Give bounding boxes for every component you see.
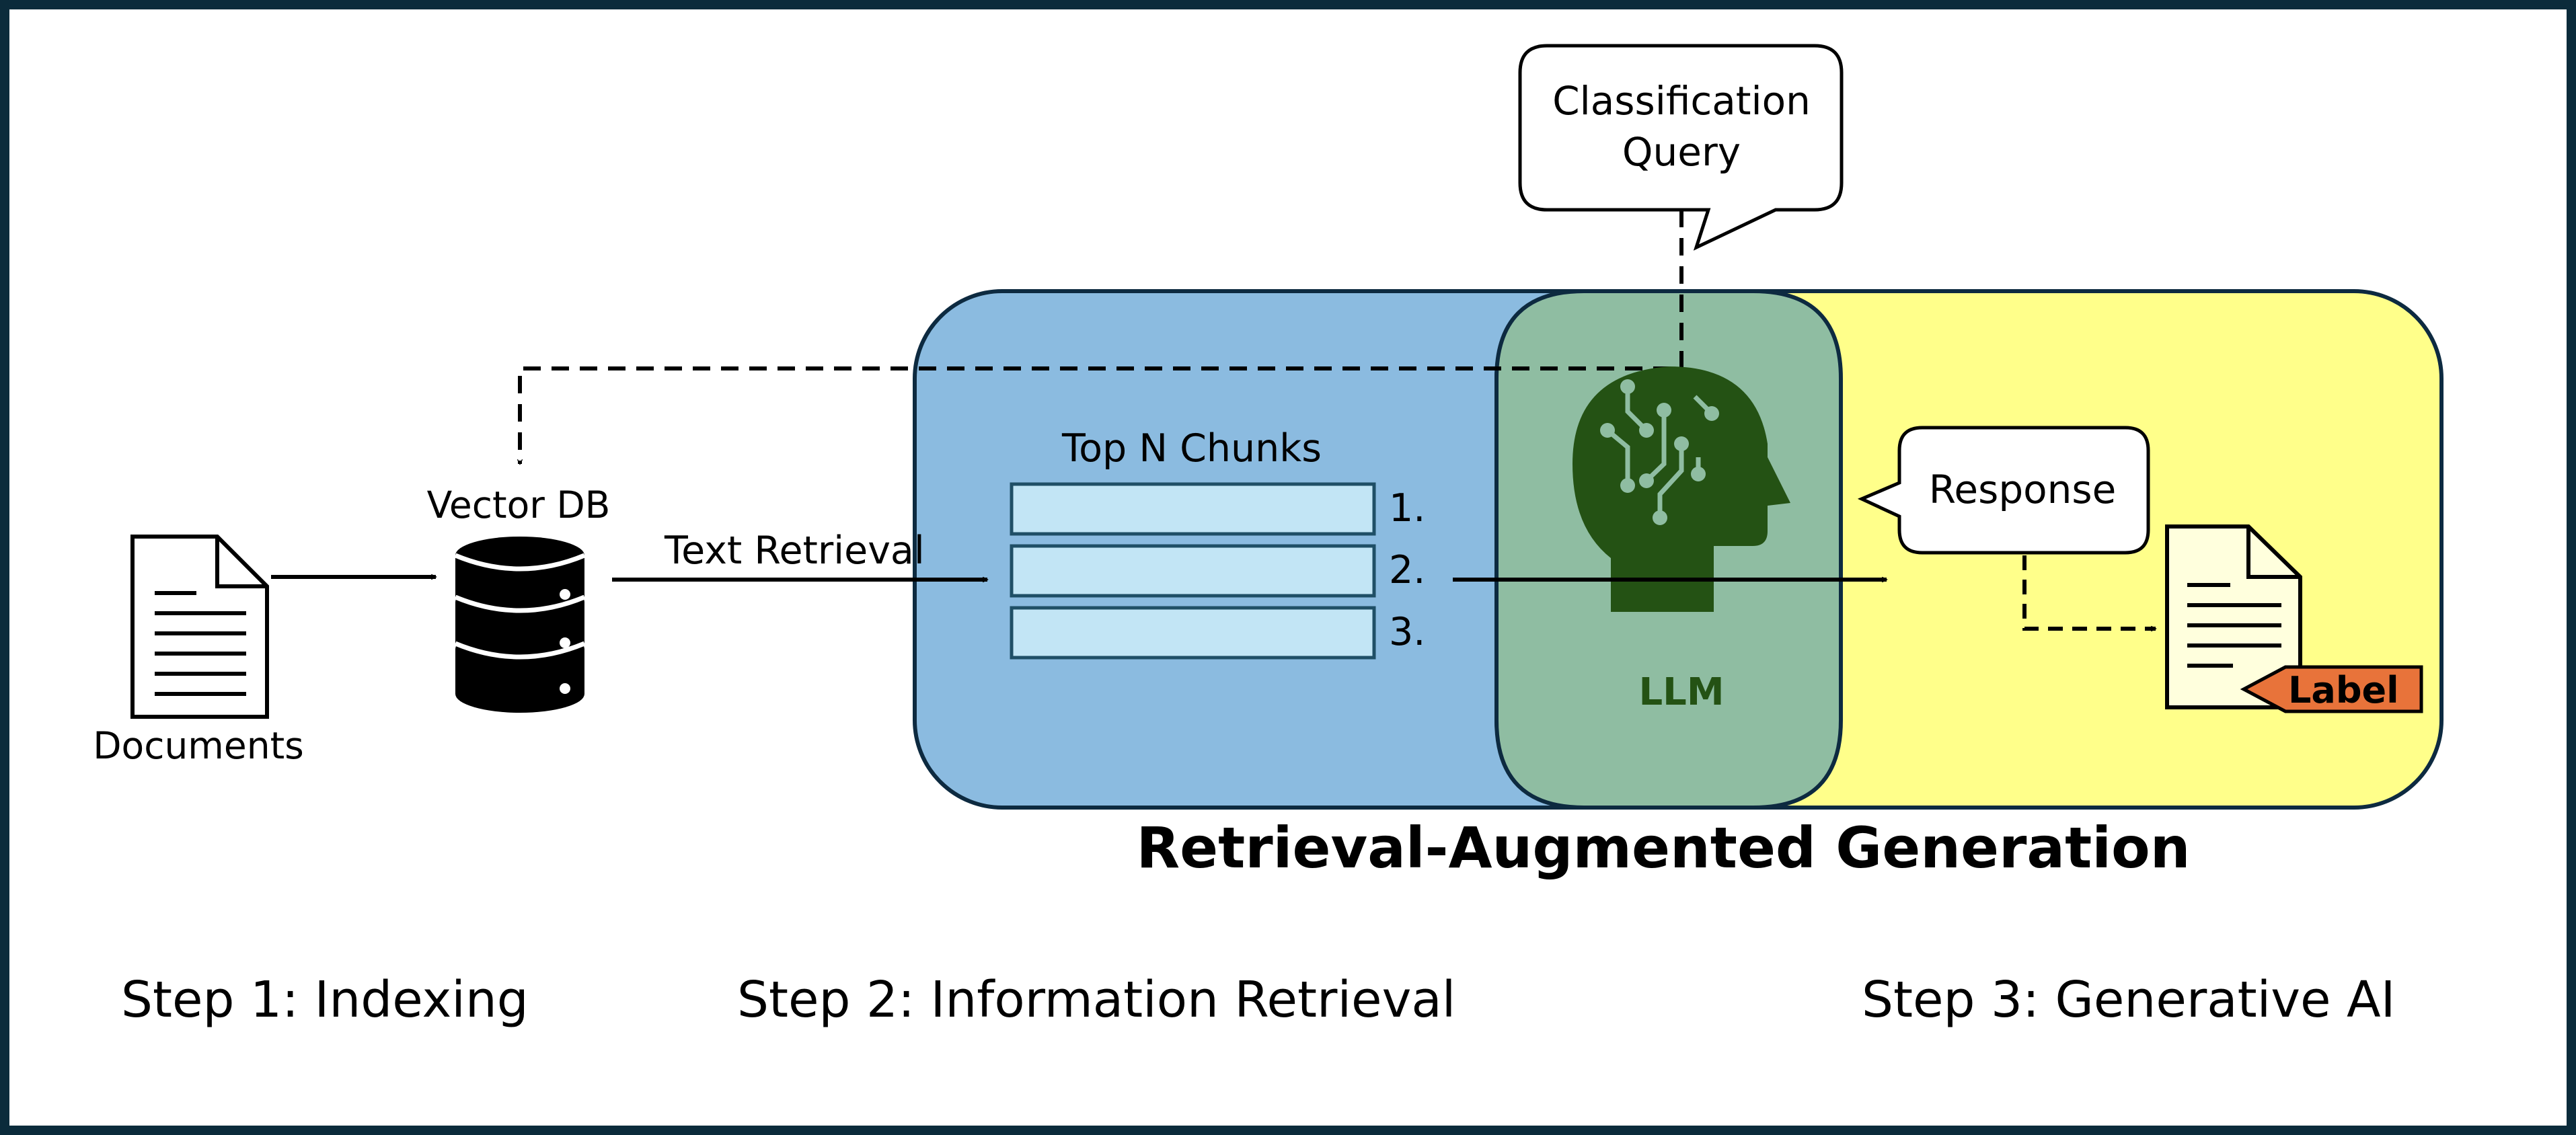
chunk-3: [1010, 606, 1376, 660]
database-icon: [454, 537, 586, 713]
top-chunks-label: Top N Chunks: [1061, 426, 1322, 471]
query-to-vectordb-arrow: [520, 210, 1683, 464]
step-1-label: Step 1: Indexing: [121, 971, 529, 1029]
chunk-1: [1010, 482, 1376, 536]
text-retrieval-label: Text Retrieval: [664, 529, 925, 573]
step-3-label: Step 3: Generative AI: [1862, 971, 2395, 1029]
chunk-2: [1010, 544, 1376, 598]
rag-title: Retrieval-Augmented Generation: [1136, 815, 2190, 881]
query-line1: Classification: [1552, 78, 1811, 124]
response-label: Response: [1929, 467, 2117, 512]
document-icon: [130, 535, 269, 719]
ai-head-icon: [1573, 366, 1790, 612]
response-to-output-arrow: [2022, 555, 2156, 629]
output-label: Label: [2288, 669, 2399, 711]
step-2-label: Step 2: Information Retrieval: [737, 971, 1455, 1029]
label-tag: [2240, 665, 2423, 713]
chunk-number-1: 1.: [1389, 486, 1425, 531]
chunk-number-2: 2.: [1389, 548, 1425, 592]
response-bubble: [1857, 426, 2150, 555]
llm-label: LLM: [1638, 670, 1724, 714]
chunk-number-3: 3.: [1389, 610, 1425, 654]
documents-label: Documents: [93, 724, 304, 767]
labeled-document-icon: [2165, 524, 2302, 709]
query-bubble: [1518, 44, 1844, 251]
query-line2: Query: [1622, 129, 1741, 175]
vector-db-label: Vector DB: [427, 483, 611, 526]
